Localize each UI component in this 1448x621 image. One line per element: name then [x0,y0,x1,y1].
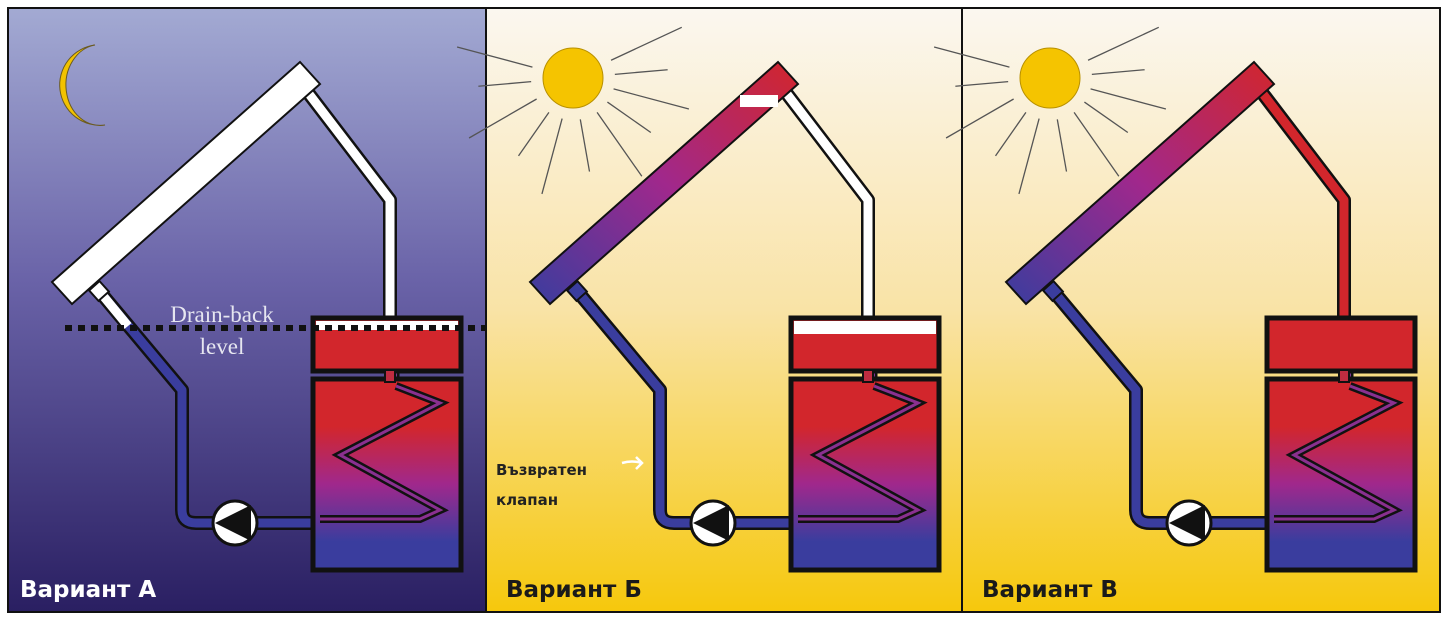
tank-connector [384,369,396,383]
tank-air-space [316,321,458,330]
solar-collector [528,60,800,306]
return-pipe-empty [96,289,132,329]
sun-icon [542,47,604,109]
drain-back-label: Drain-back [170,302,274,327]
sun-ray [1056,119,1068,172]
pump [1165,499,1213,547]
collector-outlet [87,279,111,303]
solar-collector [50,60,322,306]
sun-ray [1087,26,1160,61]
pump-triangle-icon [1169,505,1205,541]
supply-pipe [780,87,873,318]
sun-ray [579,119,591,172]
storage-tank [1264,376,1418,573]
panel-variant-c: Вариант В [933,7,1441,613]
sun-ray [517,112,550,157]
supply-pipe [302,87,395,318]
system-1 [456,26,942,573]
variant-a-label: Вариант А [20,577,156,603]
check-valve-label: Възвратен [496,461,587,479]
sun-ray [614,69,668,75]
pump [689,499,737,547]
storage-tank [310,376,464,573]
variant-b-label: Вариант Б [506,577,642,603]
tank-connector [1338,369,1350,383]
sun-ray [1073,112,1120,177]
sun-icon [1019,47,1081,109]
system-0 [50,44,486,573]
sun-ray [613,88,690,110]
sun-ray [1090,88,1167,110]
system-2 [933,26,1418,573]
variant-c-label: Вариант В [982,577,1118,603]
sun-ray [945,98,1014,139]
sun-ray [541,118,563,195]
sun-ray [955,81,1009,87]
pump [211,499,259,547]
arrow-icon [621,456,644,470]
tank-connector [862,369,874,383]
coil-inner [1274,384,1398,521]
drain-back-level-label: level [200,334,245,359]
coil-inner [798,384,922,521]
sun-ray [468,98,537,139]
pump-triangle-icon [215,505,251,541]
sun-ray [933,46,1010,68]
sun-ray [994,112,1027,157]
check-valve-label-2: клапан [496,491,558,509]
sun-ray [1091,69,1145,75]
supply-pipe [1256,87,1349,318]
tank-air-space [794,321,936,334]
panel-variant-a: Drain-back level Вариант А [7,7,487,613]
return-pipe [96,289,320,528]
sun-ray [607,101,652,134]
return-pipe [574,289,798,528]
sun-ray [1018,118,1040,195]
sun-ray [478,81,532,87]
collector-outlet [1041,279,1065,303]
moon-icon [59,44,106,126]
solar-collector [1004,60,1276,306]
panel-variant-b: Възвратен клапан Вариант Б [456,7,963,613]
pump-triangle-icon [693,505,729,541]
collector-air [740,95,778,107]
sun-ray [596,112,643,177]
sun-ray [456,46,533,68]
drain-back-tank [1264,315,1418,374]
return-pipe [1050,289,1274,528]
storage-tank [788,376,942,573]
sun-ray [610,26,683,61]
sun-ray [1084,101,1129,134]
coil-inner [320,384,444,521]
collector-outlet [565,279,589,303]
